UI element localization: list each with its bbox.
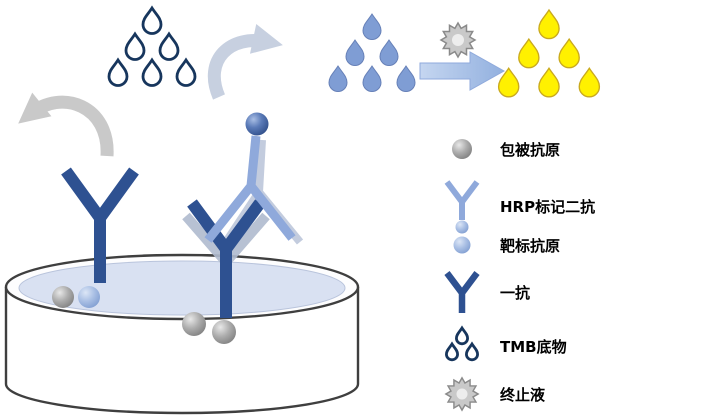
- coated-antigen-sphere-center-2: [212, 320, 236, 344]
- microplate-well: [4, 253, 360, 415]
- legend-label-tmb-substrate: TMB底物: [500, 337, 567, 356]
- target-antigen-sphere-left: [78, 286, 100, 308]
- coated-antigen-sphere-center-1: [182, 312, 206, 336]
- stop-solution-burst-top: [440, 22, 476, 58]
- legend-item-primary-antibody: 一抗: [438, 266, 530, 318]
- legend-label-coated-antigen: 包被抗原: [500, 140, 561, 159]
- legend-item-tmb-substrate: TMB底物: [438, 322, 567, 370]
- legend-item-coated-antigen: 包被抗原: [438, 134, 560, 164]
- tmb-substrate-icon: [438, 324, 486, 368]
- product-drops-yellow-cluster: [497, 9, 601, 98]
- legend-item-stop-solution: 终止液: [438, 374, 545, 414]
- coated-antigen-sphere-left: [52, 286, 74, 308]
- hrp-secondary-antibody-shape: [204, 135, 296, 243]
- substrate-drops-blue-cluster: [328, 13, 416, 92]
- primary-antibody-center: [187, 199, 265, 318]
- immune-complex-group: [182, 112, 304, 344]
- legend: 包被抗原 HRP标记二抗 靶标抗原 一抗: [438, 128, 694, 419]
- well-body: [4, 287, 360, 415]
- hrp-secondary-antibody-icon: [438, 176, 486, 236]
- tmb-substrate-drops-cluster: [107, 6, 197, 87]
- legend-label-primary-antibody: 一抗: [500, 283, 531, 302]
- coated-antigen-icon: [438, 134, 486, 164]
- primary-antibody-icon: [438, 268, 486, 316]
- legend-label-stop-solution: 终止液: [500, 385, 546, 404]
- reaction-block-arrow: [419, 51, 506, 91]
- hrp-enzyme-sphere: [245, 112, 269, 136]
- legend-item-hrp-secondary: HRP标记二抗: [438, 176, 595, 236]
- stop-solution-icon: [438, 374, 486, 414]
- legend-label-hrp-secondary: HRP标记二抗: [500, 197, 596, 216]
- legend-item-target-antigen: 靶标抗原: [438, 228, 560, 262]
- primary-antibody-left-group: [52, 167, 139, 308]
- legend-label-target-antigen: 靶标抗原: [500, 236, 561, 255]
- wash-curved-arrow: [18, 92, 114, 157]
- target-antigen-icon: [438, 231, 486, 259]
- primary-antibody-left: [61, 167, 139, 283]
- add-substrate-curved-arrow: [207, 23, 283, 100]
